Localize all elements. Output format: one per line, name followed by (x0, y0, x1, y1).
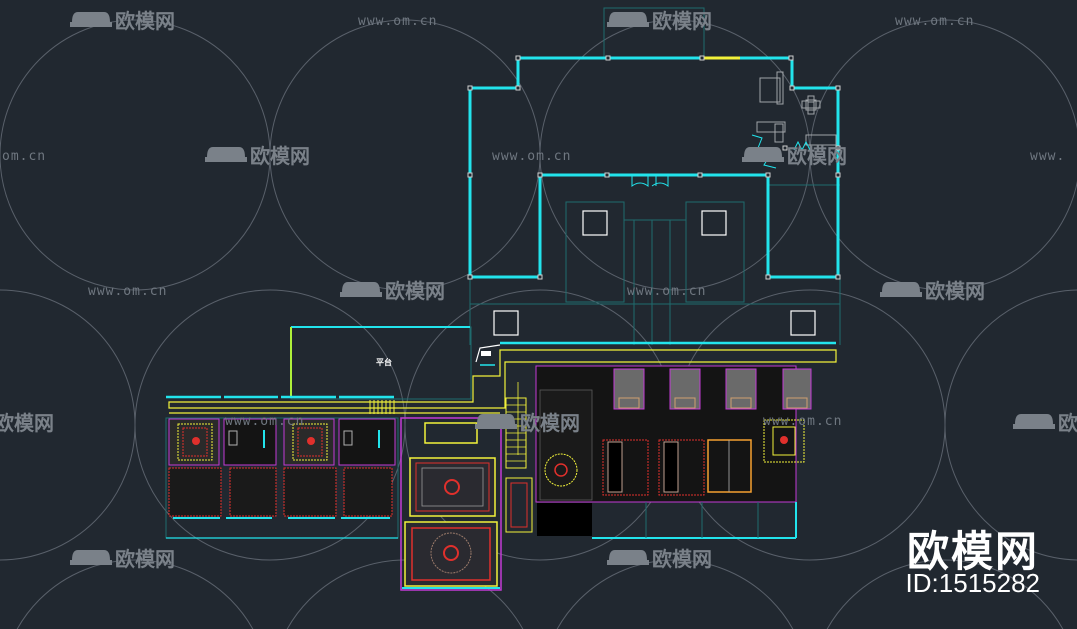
brand-title: 欧模网 (906, 527, 1039, 576)
watermark-logo: 欧模网 (250, 144, 310, 168)
watermark-url-partial: om.cn (2, 149, 46, 164)
center-lobby (400, 417, 533, 591)
platform-area: 平台 (290, 326, 501, 400)
watermark-logo: 欧模网 (1058, 411, 1077, 435)
sofa-logo-icons (70, 12, 1055, 565)
left-guest-rooms (165, 417, 399, 539)
watermark-url: www.om.cn (763, 414, 842, 429)
watermark-logo: 欧模网 (115, 547, 175, 571)
corridor (166, 341, 837, 469)
watermark-logo: 欧模网 (0, 411, 54, 435)
brand-id: ID:1515282 (905, 568, 1040, 598)
watermark-url: www.om.cn (225, 414, 304, 429)
right-guest-rooms (535, 365, 812, 539)
watermark-url: www.om.cn (492, 149, 571, 164)
watermark-url-partial: www. (1030, 149, 1065, 164)
watermark-logo: 欧模网 (787, 144, 847, 168)
watermark-url: www.om.cn (88, 284, 167, 299)
watermark-url: www.om.cn (895, 14, 974, 29)
watermark-logo: 欧模网 (652, 547, 712, 571)
room-label-platform: 平台 (376, 357, 392, 367)
watermark-logo: 欧模网 (115, 9, 175, 33)
watermark-logo: 欧模网 (652, 9, 712, 33)
watermark-url: www.om.cn (358, 14, 437, 29)
watermark-logo: 欧模网 (925, 279, 985, 303)
watermark-texts: www.om.cn www.om.cn om.cn www.om.cn www.… (0, 9, 1077, 571)
watermark-url: www.om.cn (627, 284, 706, 299)
watermark-logo: 欧模网 (385, 279, 445, 303)
upper-building (467, 7, 841, 345)
watermark-logo: 欧模网 (520, 411, 580, 435)
